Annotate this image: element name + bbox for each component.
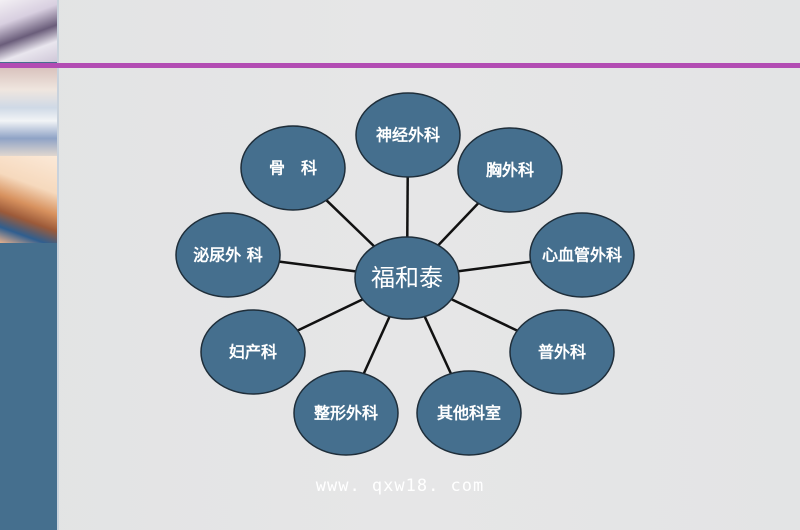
department-ellipse [529,212,635,298]
department-label: 胸外科 [486,161,534,180]
department-ellipse [200,309,306,395]
connector-line [423,316,453,375]
department-ellipse [355,92,461,178]
header-accent-line [0,63,800,68]
sidebar-edge [57,0,59,530]
connector-line [362,316,391,375]
department-node: 妇产科 [200,309,306,395]
connector-line [325,199,375,248]
center-node: 福和泰 [354,236,460,320]
department-node: 泌尿外 科 [175,212,281,298]
connector-line [458,260,531,273]
department-node: 骨 科 [240,125,346,211]
department-node: 神经外科 [355,92,461,178]
department-node: 胸外科 [457,127,563,213]
connector-line [297,298,364,332]
connector-line [450,298,518,332]
department-label: 神经外科 [376,126,440,145]
department-ellipse [240,125,346,211]
department-node: 普外科 [509,309,615,395]
department-ellipse [457,127,563,213]
left-decorative-sidebar [0,0,57,530]
department-label: 泌尿外 科 [193,246,263,265]
department-label: 心血管外科 [542,246,622,265]
watermark-url: www. qxw18. com [315,476,485,496]
doctor-photo-top [0,0,57,62]
department-ellipse [175,212,281,298]
department-ellipse [416,370,522,456]
department-node: 整形外科 [293,370,399,456]
doctor-photo-hands [0,156,57,243]
department-label: 妇产科 [229,343,277,362]
department-label: 整形外科 [313,404,378,423]
department-node: 心血管外科 [529,212,635,298]
doctor-photo-middle [0,68,57,156]
connector-line [437,202,480,247]
department-node: 其他科室 [416,370,522,456]
center-label: 福和泰 [371,264,443,292]
connector-line [279,260,356,273]
department-label: 其他科室 [437,404,501,423]
department-label: 骨 科 [269,159,317,178]
department-ellipse [293,370,399,456]
department-label: 普外科 [538,343,586,362]
department-ellipse [509,309,615,395]
center-ellipse [354,236,460,320]
connectors [279,176,531,375]
